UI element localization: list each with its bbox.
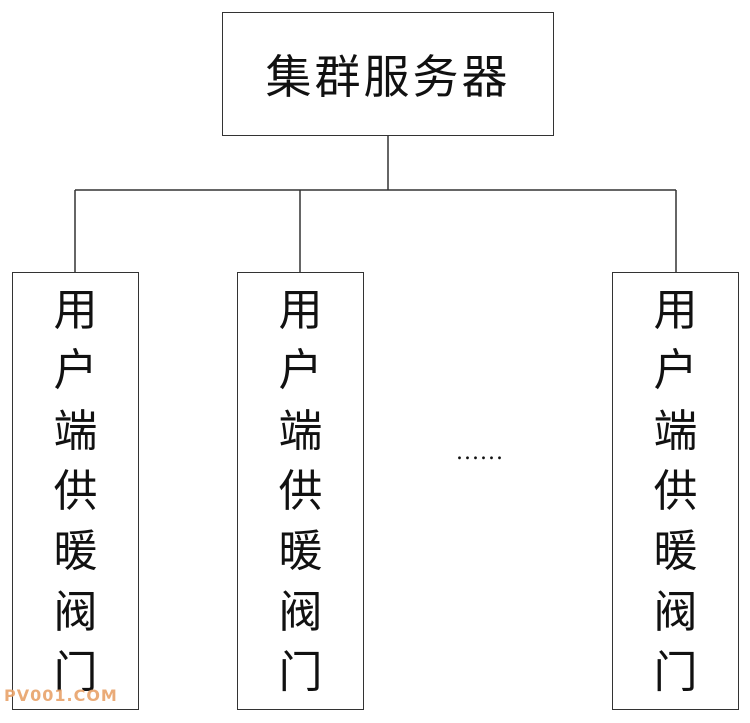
user-heating-valve-box-3: 用 户 端 供 暖 阀 门 (612, 272, 739, 710)
valve-2-char: 用 (278, 285, 323, 336)
valve-2-char: 供 (278, 465, 323, 517)
valve-1-char: 门 (53, 646, 98, 698)
valve-1-char: 阀 (53, 586, 98, 638)
cluster-server-box: 集群服务器 (222, 12, 554, 136)
valve-3-char: 用 (653, 285, 698, 336)
valve-2-char: 端 (278, 405, 323, 457)
watermark-text: PV001.COM (4, 686, 118, 705)
valve-2-char: 暖 (278, 526, 323, 578)
valve-2-char: 阀 (278, 586, 323, 638)
valve-1-char: 用 (53, 285, 98, 336)
valve-3-char: 端 (653, 405, 698, 457)
valve-3-char: 阀 (653, 586, 698, 638)
valve-3-char: 门 (653, 646, 698, 698)
valve-2-char: 户 (278, 345, 323, 397)
valve-3-char: 暖 (653, 526, 698, 578)
valve-1-char: 户 (53, 345, 98, 397)
valve-1-char: 供 (53, 465, 98, 517)
valve-3-char: 户 (653, 345, 698, 397)
ellipsis-more-valves: ...... (456, 440, 504, 465)
valve-3-char: 供 (653, 465, 698, 517)
cluster-server-label: 集群服务器 (265, 50, 511, 104)
valve-2-char: 门 (278, 646, 323, 698)
user-heating-valve-box-2: 用 户 端 供 暖 阀 门 (237, 272, 364, 710)
user-heating-valve-box-1: 用 户 端 供 暖 阀 门 (12, 272, 139, 710)
valve-1-char: 暖 (53, 526, 98, 578)
valve-1-char: 端 (53, 405, 98, 457)
